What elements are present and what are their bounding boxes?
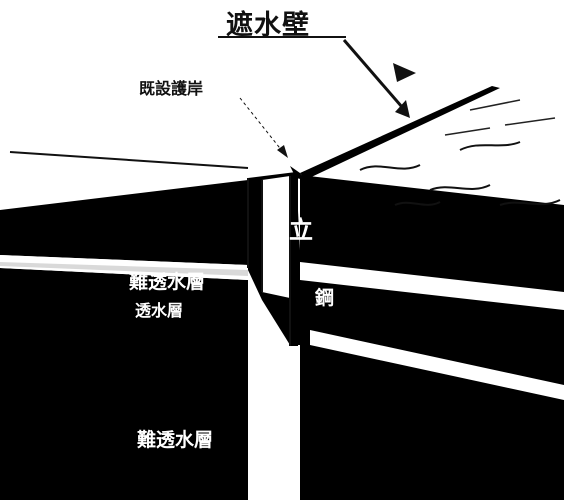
title-leader-arrow: [395, 100, 410, 118]
lower-impermeable-layer-label: 難透水層: [137, 429, 214, 451]
revetment-leader-arrow: [277, 145, 288, 158]
cutoff-wall-section: [262, 176, 290, 298]
diagram-title: 遮水壁: [226, 10, 310, 41]
title-flag-arrow: [393, 63, 416, 82]
upper-impermeable-layer-label: 難透水層: [129, 271, 206, 293]
steel-sheet-pile: [290, 176, 298, 346]
permeable-band-right: [300, 262, 564, 310]
wall-text-lower: 鋼: [315, 287, 335, 309]
band-right-lower: [310, 330, 564, 400]
permeable-band-left: [0, 255, 248, 280]
lower-impermeable-layer-left: [0, 268, 248, 500]
title-underline: [218, 36, 346, 38]
surface-texture: [359, 141, 561, 206]
cutoff-wall-corner: [290, 166, 305, 180]
revetment-edge-line: [9, 151, 249, 169]
title-leader-line: [342, 39, 404, 108]
permeable-band-shade: [0, 262, 248, 276]
surface-hatching: [444, 99, 556, 136]
ground-right: [300, 175, 564, 500]
fill-top-surface: [300, 86, 564, 200]
wall-text-upper: 立: [289, 216, 313, 244]
existing-revetment-label: 既設護岸: [139, 79, 204, 98]
cutoff-wall-top: [300, 86, 500, 180]
permeable-layer-label: 透水層: [135, 301, 184, 320]
